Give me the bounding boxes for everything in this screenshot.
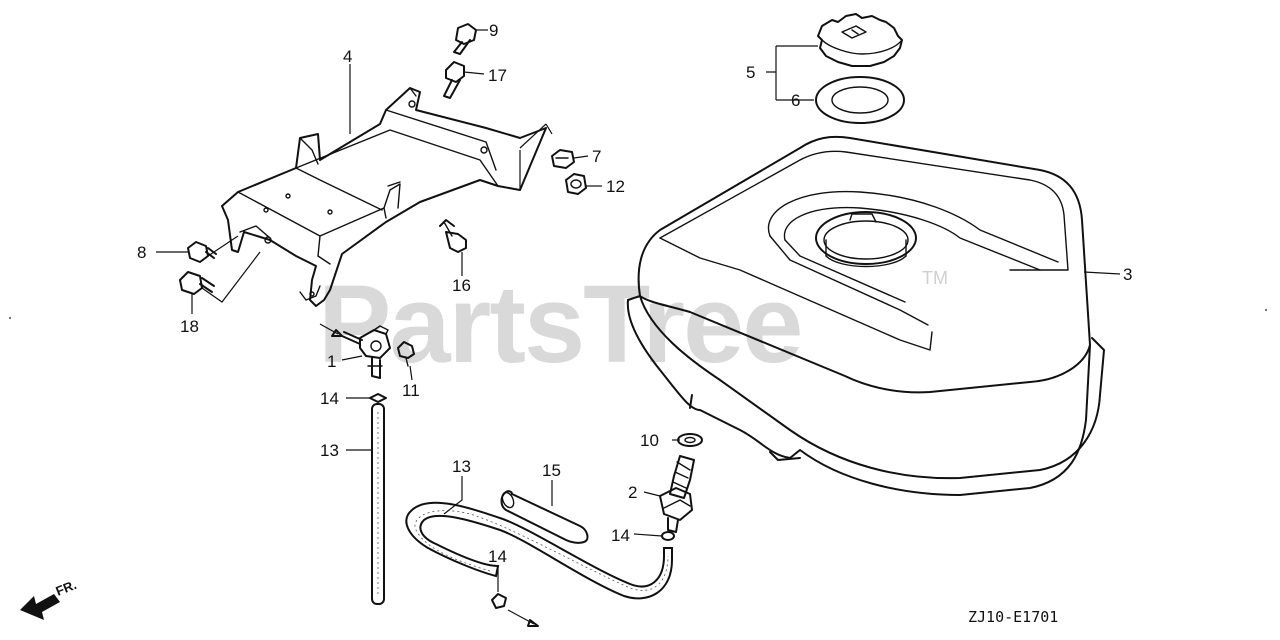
- fuel-tube-bent[interactable]: [405, 501, 673, 600]
- callout-14-lower: 14: [488, 547, 507, 566]
- callout-5: 5: [746, 63, 755, 82]
- callout-10: 10: [640, 431, 659, 450]
- callout-9: 9: [489, 21, 498, 40]
- hose-clip-lower[interactable]: [491, 593, 539, 627]
- diagram-code: ZJ10-E1701: [968, 608, 1058, 626]
- hose-clip-upper[interactable]: [369, 393, 387, 403]
- callout-18: 18: [180, 317, 199, 336]
- callout-12: 12: [606, 177, 625, 196]
- fuel-tank-bracket[interactable]: [221, 87, 547, 307]
- callout-1: 1: [327, 352, 336, 371]
- fuel-cap[interactable]: [817, 13, 903, 67]
- nut-7[interactable]: [551, 149, 575, 169]
- fuel-valve[interactable]: [341, 325, 391, 379]
- nut-12[interactable]: [565, 173, 587, 195]
- washer-10[interactable]: [677, 433, 703, 447]
- callout-7: 7: [592, 147, 601, 166]
- callout-17: 17: [488, 66, 507, 85]
- bolt-8[interactable]: [187, 241, 217, 263]
- callout-15: 15: [542, 461, 561, 480]
- bolt-11[interactable]: [397, 341, 415, 367]
- fuel-strainer[interactable]: [659, 455, 695, 533]
- bolt-9[interactable]: [453, 23, 477, 55]
- front-label: FR.: [54, 577, 79, 599]
- fuel-tube-15[interactable]: [500, 490, 589, 544]
- bolt-17[interactable]: [443, 61, 465, 99]
- fuel-tank[interactable]: [626, 135, 1105, 496]
- bolt-16[interactable]: [439, 219, 467, 253]
- fuel-tube-straight[interactable]: [371, 403, 385, 605]
- callout-13-straight: 13: [320, 441, 339, 460]
- trademark-mark: TM: [922, 268, 948, 288]
- callout-labels: 9 17 4 5 6 7 12 3 16 8 18 1 11 14 13 13 …: [137, 21, 1132, 566]
- leader-lines: [156, 29, 1121, 592]
- bolt-18[interactable]: [179, 271, 215, 295]
- callout-13-bent: 13: [452, 457, 471, 476]
- callout-4: 4: [343, 47, 352, 66]
- callout-11: 11: [402, 381, 420, 400]
- front-direction-arrow: FR.: [20, 577, 79, 620]
- callout-6: 6: [791, 91, 800, 110]
- cap-gasket[interactable]: [815, 76, 905, 124]
- callout-14-right: 14: [611, 526, 630, 545]
- partstree-watermark: PartsTree: [318, 263, 801, 386]
- callout-2: 2: [628, 483, 637, 502]
- callout-16: 16: [452, 276, 471, 295]
- callout-14-upper: 14: [320, 389, 339, 408]
- callout-8: 8: [137, 243, 146, 262]
- hose-clip-right[interactable]: [661, 531, 675, 541]
- callout-3: 3: [1123, 265, 1132, 284]
